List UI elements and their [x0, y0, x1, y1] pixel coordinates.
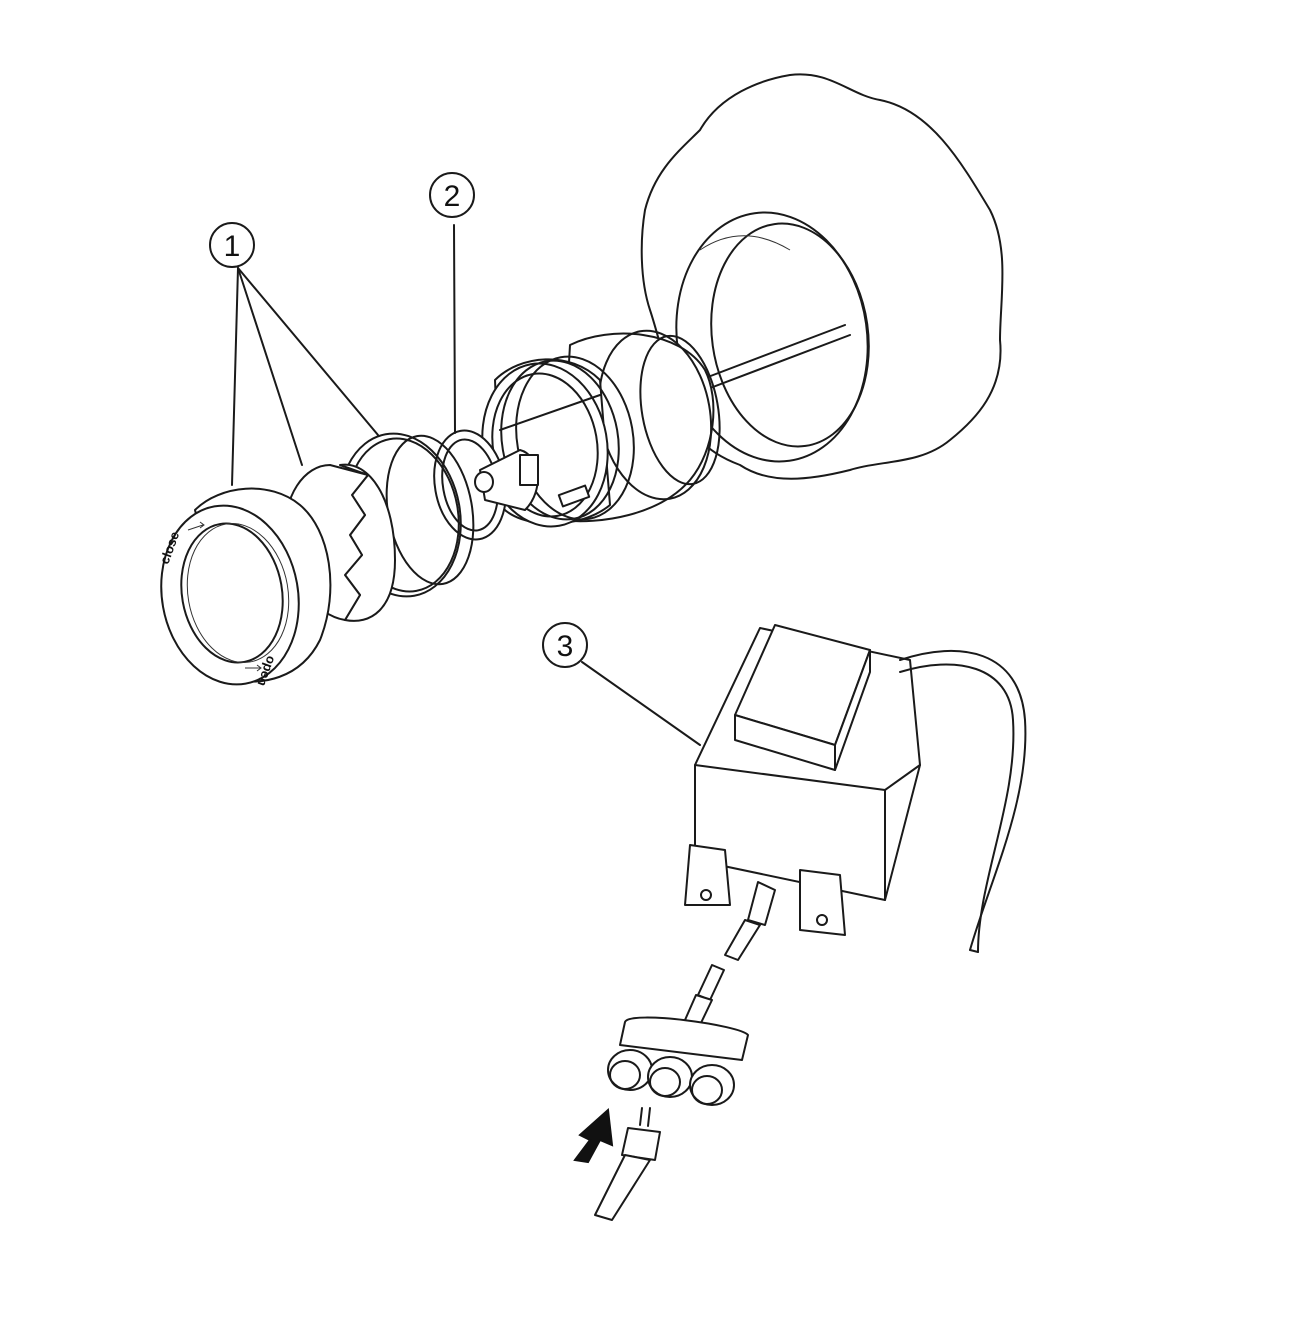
power-cable	[684, 881, 776, 1026]
callout-2: 2	[429, 172, 475, 434]
socket-3	[689, 1064, 735, 1106]
open-arrow-icon	[245, 664, 262, 672]
close-arrow-icon	[187, 521, 205, 531]
callout-3-label: 3	[557, 630, 574, 663]
socket-1	[607, 1049, 653, 1091]
socket-2	[647, 1056, 693, 1098]
rod	[699, 324, 846, 381]
callout-1: 1	[209, 222, 379, 486]
rock	[640, 73, 1004, 480]
bulb-reflector	[433, 429, 539, 541]
lamp-plug	[594, 1107, 661, 1221]
insert-arrow-icon	[573, 1107, 614, 1164]
front-glass	[283, 463, 396, 622]
front-ring: close open	[157, 487, 332, 688]
distributor-block	[607, 1016, 749, 1106]
callout-1-label: 1	[224, 230, 241, 263]
callout-3: 3	[542, 622, 701, 746]
transformer	[684, 624, 1027, 953]
callout-2-label: 2	[444, 180, 461, 213]
